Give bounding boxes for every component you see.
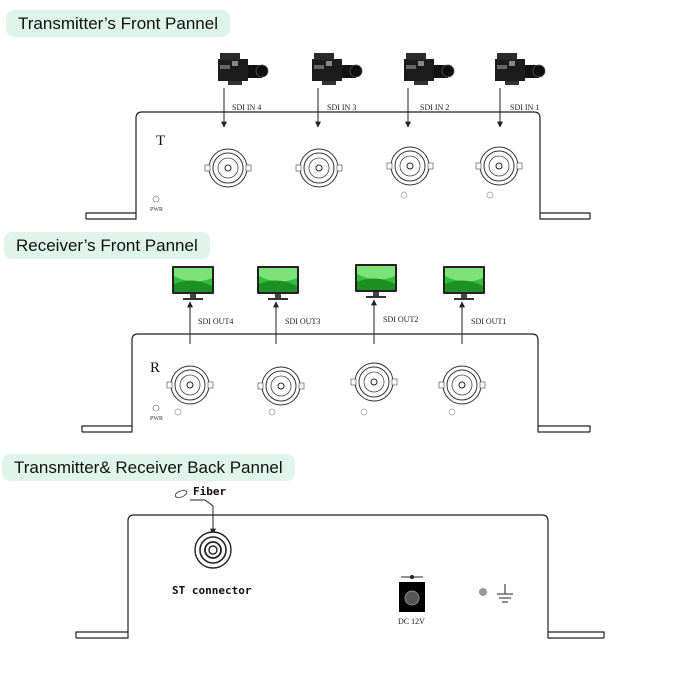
bnc-connector-icon [204,148,252,188]
fiber-label: Fiber [193,485,226,498]
rx-port-4: SDI OUT4 [166,266,233,405]
bnc-connector-icon [475,146,523,186]
status-led [479,588,487,596]
rx-port-2: SDI OUT2 [350,264,418,402]
rx-port-label: SDI OUT1 [471,317,506,326]
bnc-connector-icon [257,366,305,406]
rx-front-panel: R PWR SDI OUT4 SDI OUT3 SDI OUT2 S [81,264,591,433]
monitor-icon [172,266,214,300]
tx-front-panel: T PWR SDI IN 4 SDI IN 3 SDI IN 2 SDI IN … [85,52,591,220]
rx-port-label: SDI OUT3 [285,317,320,326]
back-panel: Fiber ST connector DC 12V [75,485,605,639]
st-connector [194,531,232,569]
video-camera-icon [494,52,546,86]
rx-pwr-led [152,404,160,412]
bnc-connector-icon [438,365,486,405]
rx-panel-letter: R [150,360,160,376]
rx-led-3 [268,408,276,416]
bnc-connector-icon [166,365,214,405]
video-camera-icon [403,52,455,86]
tx-front-title: Transmitter’s Front Pannel [6,10,230,37]
tx-port-label: SDI IN 2 [420,103,449,112]
rx-port-3: SDI OUT3 [257,266,320,406]
monitor-icon [257,266,299,300]
rx-led-1 [448,408,456,416]
dc-jack [399,575,425,612]
rx-front-title: Receiver’s Front Pannel [4,232,210,259]
back-panel-title: Transmitter& Receiver Back Pannel [2,454,295,481]
tx-port-label: SDI IN 1 [510,103,539,112]
video-camera-icon [311,52,363,86]
rx-led-4 [174,408,182,416]
rx-port-label: SDI OUT4 [198,317,233,326]
tx-port-1: SDI IN 1 [475,52,546,186]
tx-port-2: SDI IN 2 [386,52,455,186]
tx-led-1 [486,191,494,199]
rx-pwr-label: PWR [150,416,163,422]
tx-pwr-label: PWR [150,207,163,213]
monitor-icon [355,264,397,298]
bnc-connector-icon [386,146,434,186]
tx-led-2 [400,191,408,199]
bnc-connector-icon [350,362,398,402]
tx-port-4: SDI IN 4 [204,52,269,188]
rx-led-2 [360,408,368,416]
tx-port-label: SDI IN 4 [232,103,261,112]
tx-port-label: SDI IN 3 [327,103,356,112]
tx-panel-letter: T [156,133,165,149]
bnc-connector-icon [295,148,343,188]
fiber-icon [174,490,188,498]
dc-label: DC 12V [398,617,425,626]
rx-port-1: SDI OUT1 [438,266,506,405]
tx-port-3: SDI IN 3 [295,52,363,188]
rx-port-label: SDI OUT2 [383,315,418,324]
tx-pwr-led [152,195,160,203]
st-connector-label: ST connector [172,584,252,597]
monitor-icon [443,266,485,300]
ground-symbol-icon [497,584,513,603]
video-camera-icon [217,52,269,86]
